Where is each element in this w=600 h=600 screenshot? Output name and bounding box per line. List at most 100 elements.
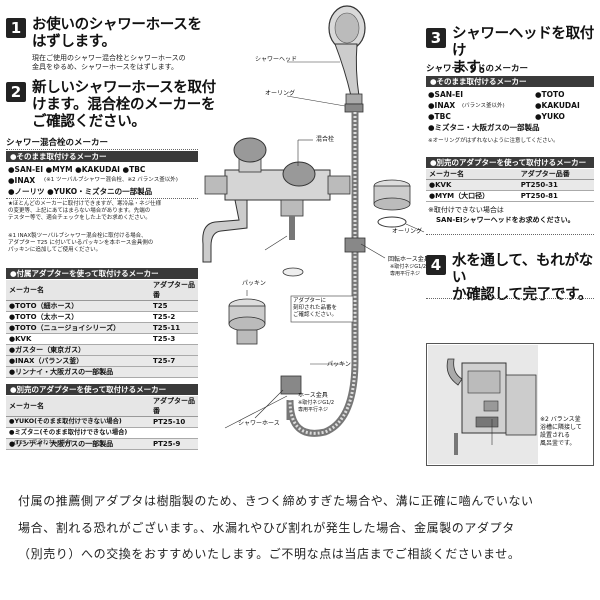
head-adapter-note-line2: SAN-EIシャワーヘッドをお求めください。	[436, 216, 575, 224]
divider	[426, 234, 594, 235]
head-maker-item: ●TOTO	[535, 90, 565, 99]
balance-kettle-note: ※2 バランス釜 浴槽に隣接して 設置される 風呂釜です。	[540, 416, 582, 448]
balance-note-line1: ※2 バランス釜	[540, 416, 581, 423]
step2-title-line3: ご確認ください。	[32, 114, 146, 130]
label-o-ring-2: オーリング	[392, 228, 423, 235]
step2-title-line2: けます。混合栓のメーカーを	[32, 97, 216, 113]
table-row-maker: ●YUKO(そのまま取付けできない場合)	[6, 416, 150, 428]
table-row-maker: ●リンナイ・大阪ガスの一部製品	[6, 438, 150, 450]
step3-title: シャワーヘッドを取付け ます。	[452, 26, 600, 77]
balance-note-line2: 浴槽に隣接して	[540, 424, 582, 431]
label-rotating-fitting: 回転ホース金具	[388, 256, 430, 263]
table-row-code: T25-2	[150, 311, 198, 323]
label-mixer: 混合栓	[316, 136, 335, 143]
step1-desc-line1: 現在ご使用のシャワー混合栓とシャワーホースの	[32, 54, 186, 62]
head-oring-note: ※オーリングがはずれないように注意してください。	[428, 138, 559, 144]
divider	[6, 198, 198, 199]
adapter-note-line3: ご確認ください。	[293, 312, 338, 318]
table-row-code	[150, 366, 198, 378]
mixer-note-line1: ★ほとんどのメーカーに取付けできますが、寒冷品・ネジ仕様	[8, 201, 162, 207]
label-adapter-note: アダプターに 刻印された品番を ご確認ください。	[293, 298, 337, 319]
bottom-line2: 場合、割れる恐れがございます。、水漏れやひび割れが発生した場合、金属製のアダプタ	[18, 520, 515, 535]
mixer-maker-caption: シャワー混合栓のメーカー	[6, 138, 109, 148]
balance-kettle-frame	[426, 343, 594, 466]
mixer-maker-row1: ●SAN-EI ●MYM ●KAKUDAI ●TBC	[8, 165, 146, 174]
table-row-maker: ●TOTO（太ホース）	[6, 311, 150, 323]
mixer-foot-line2: アダプター T25 に付いているパッキンを本ホース金具側の	[8, 240, 154, 246]
mixer-caution-note: ★ほとんどのメーカーに取付けできますが、寒冷品・ネジ仕様 の変更等、上記にあては…	[8, 201, 161, 222]
label-packing-2: パッキン	[327, 361, 351, 368]
table-row-code	[150, 427, 198, 439]
step3-number: 3	[426, 28, 446, 48]
separate-footnote: (T25-7で合わない場合)	[14, 440, 73, 446]
mixer-footnote: ※1 INAX製ツーバルブシャワー混合栓に取付ける場合、 アダプター T25 に…	[8, 233, 153, 254]
head-maker-item: ●SAN-EI	[428, 90, 464, 99]
step4-title-line1: 水を通して、もれがない	[452, 253, 593, 286]
mixer-note-line2: の変更等、上記にあてはまらない場合があります。先端の	[8, 208, 151, 214]
head-adapter-illustration	[373, 179, 425, 233]
mixer-foot-line1: ※1 INAX製ツーバルブシャワー混合栓に取付ける場合、	[8, 233, 147, 239]
step2-number: 2	[6, 82, 26, 102]
table-row-maker: ●MYM（大口径）	[426, 190, 518, 202]
balance-kettle-illustration	[428, 345, 538, 464]
label-rotating-fitting-note2: 専用平行ネジ	[390, 271, 421, 277]
head-adapter-bar: ●別売のアダプターを使って取付けるメーカー	[426, 157, 594, 168]
head-maker-item: ●ミズタニ・大阪ガスの一部製品	[428, 123, 540, 132]
installation-diagram	[202, 5, 386, 437]
separate-adapter-bar: ●別売のアダプターを使って取付けるメーカー	[6, 384, 198, 395]
shower-head-illustration	[328, 5, 366, 113]
step3-title-line1: シャワーヘッドを取付け	[452, 26, 594, 59]
included-adapter-table: メーカー名 アダプター品番 ●TOTO（細ホース）T25 ●TOTO（太ホース）…	[6, 280, 198, 378]
mixer-maker-row3: ●ノーリツ ●YUKO・ミズタニの一部製品	[8, 187, 153, 196]
table-row-maker: ●KVK	[6, 333, 150, 345]
table-row-maker: ●TOTO（ニュージョイシリーズ）	[6, 322, 150, 334]
separate-adapter-table: メーカー名 アダプター品番 ●YUKO(そのまま取付けできない場合)PT25-1…	[6, 396, 198, 450]
bottom-line1: 付属の推薦側アダプタは樹脂製のため、きつく締めすぎた場合や、溝に正確に嚙んでいな…	[18, 494, 534, 508]
table-row-code: T25	[150, 300, 198, 312]
table-row-code: PT25-10	[150, 416, 198, 428]
step1-title-line2: はずします。	[32, 34, 116, 50]
col-header-code: アダプター品番	[150, 396, 198, 417]
label-packing: パッキン	[242, 280, 266, 287]
adapter-closeup-illustration	[228, 298, 266, 345]
step2-title-line1: 新しいシャワーホースを取付	[32, 80, 216, 96]
bottom-caution-text: 付属の推薦側アダプタは樹脂製のため、きつく締めすぎた場合や、溝に正確に嚙んでいな…	[18, 488, 586, 568]
step4-title-line2: か確認して完了です。	[452, 287, 593, 303]
mixer-direct-bar: ●そのまま取付けるメーカー	[6, 151, 198, 162]
table-row-code: T25-3	[150, 333, 198, 345]
label-shower-head: シャワーヘッド	[255, 56, 298, 63]
head-inax-note: (バランス釜以外)	[462, 103, 505, 109]
bottom-line3: （別売り）への交換をおすすめいたします。ご不明な点は当店までご相談くださいませ。	[18, 547, 521, 561]
table-row-maker: ●ガスター（東京ガス）	[6, 344, 150, 356]
balance-note-line4: 風呂釜です。	[540, 440, 576, 447]
table-row-code: PT250-31	[517, 179, 594, 191]
head-direct-bar: ●そのまま取付けるメーカー	[426, 76, 594, 87]
step4-title: 水を通して、もれがない か確認して完了です。	[452, 253, 600, 304]
head-maker-item: ●KAKUDAI	[535, 101, 580, 110]
head-maker-caption: シャワーヘッドのメーカー	[426, 64, 529, 74]
mixer-inax-note: (※1 ツーバルブシャワー混合栓、※2 バランス釜以外)	[44, 177, 178, 183]
table-row-code: PT250-81	[517, 190, 594, 202]
adapter-note-line2: 刻印された品番を	[293, 305, 338, 311]
col-header-code: アダプター品番	[150, 280, 198, 301]
col-header-code: アダプター品番	[517, 169, 594, 180]
table-row-maker: ●ミズタニ(そのまま取付けできない場合)	[6, 427, 150, 439]
head-maker-item: ●INAX	[428, 101, 456, 110]
label-hose-fitting: ホース金具	[298, 392, 328, 399]
mixer-maker-row2: ●INAX	[8, 176, 36, 185]
step1-number: 1	[6, 18, 26, 38]
step1-description: 現在ご使用のシャワー混合栓とシャワーホースの 金具をゆるめ、シャワーホースをはず…	[32, 54, 186, 72]
table-row-maker: ●KVK	[426, 179, 518, 191]
label-hose-fitting-note1: ※取付ネジG1/2	[298, 400, 335, 406]
table-row-code	[150, 344, 198, 356]
included-adapter-bar: ●付属アダプターを使って取付けるメーカー	[6, 268, 198, 279]
step4-number: 4	[426, 255, 446, 275]
step1-title: お使いのシャワーホースを はずします。	[32, 17, 202, 51]
table-row-maker: ●INAX（バランス釜）	[6, 355, 150, 367]
table-row-maker: ●TOTO（細ホース）	[6, 300, 150, 312]
balance-note-line3: 設置される	[540, 432, 571, 439]
step2-title: 新しいシャワーホースを取付 けます。混合栓のメーカーを ご確認ください。	[32, 80, 216, 131]
table-row-maker: ●リンナイ・大阪ガスの一部製品	[6, 366, 150, 378]
mixer-note-line3: テスター等で、適合チェックをした上でお求めください。	[8, 215, 151, 221]
